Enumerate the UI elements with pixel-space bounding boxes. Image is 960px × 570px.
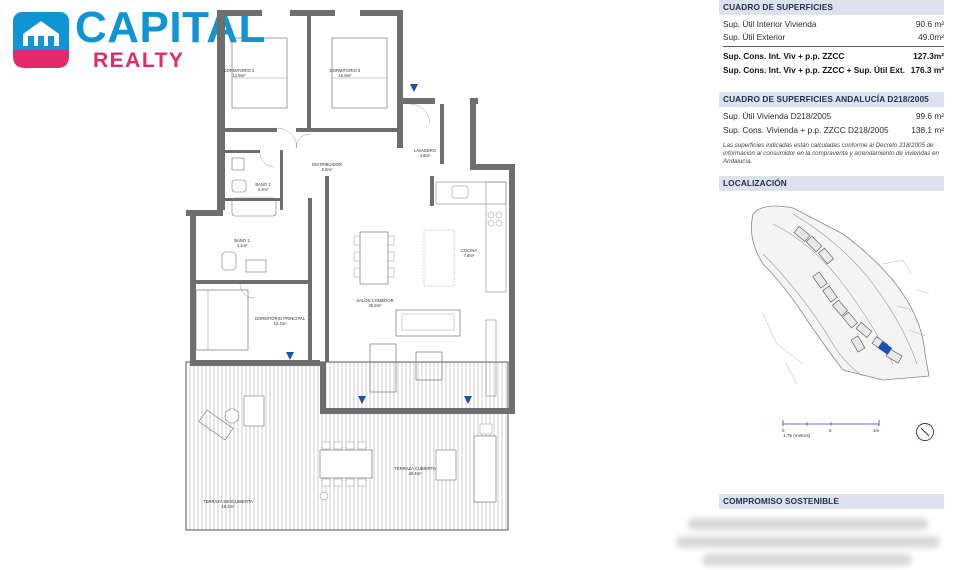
room-dormitorio-principal: DORMITORIO PRINCIPAL 13.4m² — [254, 316, 306, 327]
andalucia-row: Sup. Cons. Vivienda + p.p. ZZCC D218/200… — [723, 125, 944, 135]
superficie-row: Sup. Útil Interior Vivienda 90.6 m² — [723, 19, 944, 29]
section-localizacion-header: LOCALIZACIÓN — [719, 176, 944, 191]
room-cocina: COCINA 7.6m² — [460, 248, 478, 259]
entry-markers — [286, 84, 472, 404]
room-terraza-descubierta: TERRAZA DESCUBIERTA 16.4m² — [203, 499, 253, 510]
section-compromiso-header: COMPROMISO SOSTENIBLE — [719, 494, 944, 509]
house-logo-icon — [13, 12, 69, 68]
highlighted-unit — [877, 341, 893, 355]
andalucia-row: Sup. Útil Vivienda D218/2005 99.6 m² — [723, 111, 944, 121]
brand-logo: CAPITAL REALTY — [13, 6, 265, 72]
scale-label: 1:75 (metros) — [783, 433, 811, 438]
legal-note: Las superficies indicadas están calculad… — [723, 142, 939, 165]
room-dormitorio-2: DORMITORIO 2 12.8m² — [223, 68, 255, 79]
section-andalucia-header: CUADRO DE SUPERFICIES ANDALUCÍA D218/200… — [719, 92, 944, 107]
floor-plan: DORMITORIO 2 12.8m² DORMITORIO 3 10.9m² … — [180, 0, 520, 540]
room-bano-1: BAÑO 1 4.1m² — [234, 238, 250, 249]
scale-tick: 1m — [873, 428, 880, 433]
room-distribuidor: DISTRIBUIDOR 6.6m² — [311, 162, 343, 173]
divider — [723, 46, 944, 47]
floor-plan-drawing — [185, 10, 515, 531]
scale-tick: 0 — [782, 428, 785, 433]
scale-tick: 5 — [829, 428, 832, 433]
walls — [186, 10, 515, 414]
room-bano-2: BAÑO 2 4.3m² — [255, 182, 271, 193]
section-superficies-header: CUADRO DE SUPERFICIES — [719, 0, 944, 15]
blurred-region — [676, 518, 940, 566]
room-lavadero: LAVADERO 4.6m² — [413, 148, 437, 159]
room-salon-comedor: SALÓN COMEDOR 30.8m² — [356, 298, 394, 309]
scale-bar: 0 5 1m — [782, 420, 880, 433]
room-dormitorio-3: DORMITORIO 3 10.9m² — [329, 68, 361, 79]
superficie-row: Sup. Cons. Int. Viv + p.p. ZZCC 127.3m² — [723, 51, 944, 61]
superficie-row: Sup. Cons. Int. Viv + p.p. ZZCC + Sup. Ú… — [723, 65, 944, 75]
superficie-row: Sup. Útil Exterior 49.0m² — [723, 32, 944, 42]
location-map — [750, 205, 930, 385]
north-compass-icon — [916, 423, 934, 441]
brand-sub: REALTY — [93, 49, 185, 72]
room-terraza-cubierta: TERRAZA CUBIERTA 40.4m² — [394, 466, 436, 477]
